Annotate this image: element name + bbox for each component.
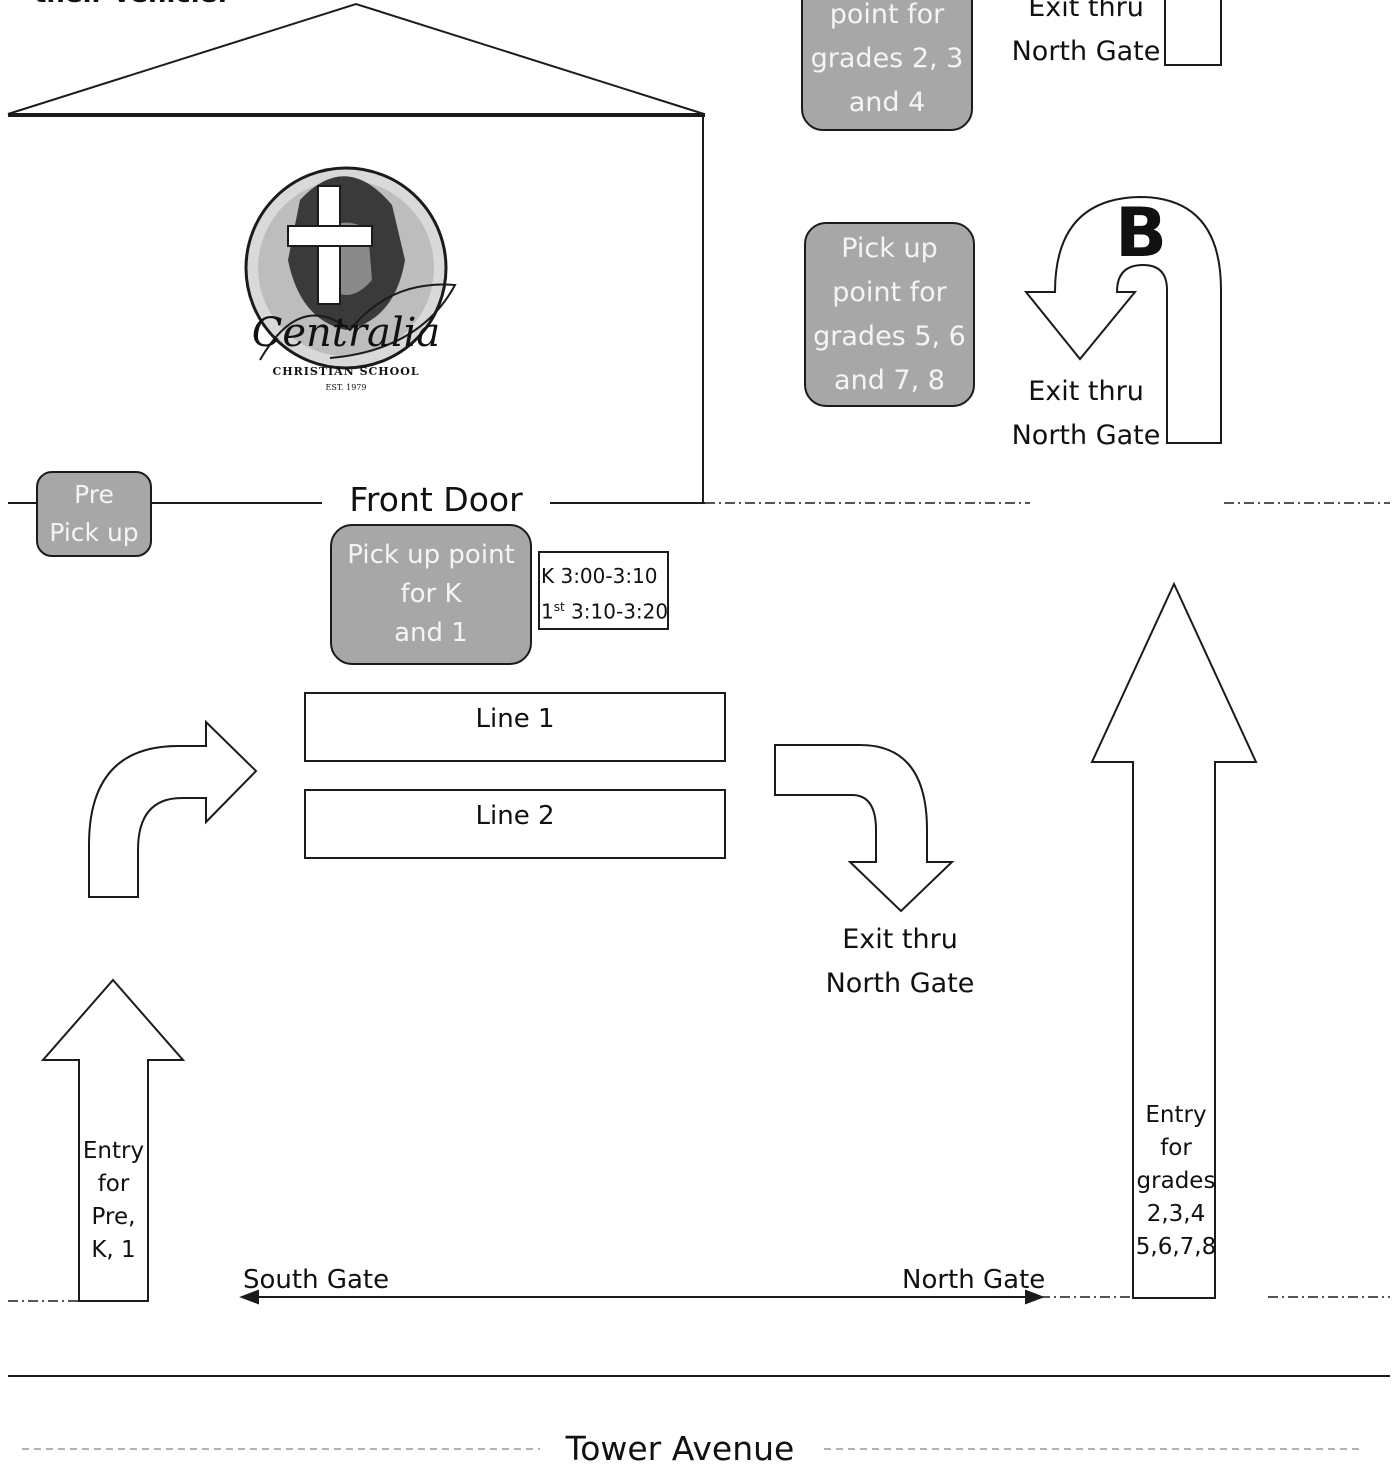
g5678-pickup-line-3: grades 5, 6 [813, 320, 966, 352]
b-marker: B [1115, 194, 1167, 273]
pre-pickup-line-2: Pick up [49, 518, 139, 547]
entry-left-line-4: K, 1 [91, 1237, 136, 1263]
exit-top-line-2: North Gate [1011, 36, 1161, 67]
exit-mid-line-2: North Gate [825, 968, 975, 999]
entry-left-line-2: for [97, 1171, 130, 1197]
entry-right-line-4: 2,3,4 [1146, 1201, 1206, 1227]
line-1: Line 1 [304, 692, 726, 762]
g234-pickup-line-2: grades 2, 3 [810, 43, 964, 74]
entry-left-line-1: Entry [82, 1138, 145, 1164]
exit-label-top: Exit thru North Gate [1006, 0, 1166, 74]
front-door-label: Front Door [349, 480, 523, 519]
g5678-pickup-line-2: point for [832, 276, 947, 308]
k-time: K 3:00-3:10 [541, 564, 658, 588]
g234-pickup-line-3: and 4 [848, 87, 926, 118]
school-building [7, 2, 705, 503]
street-name: Tower Avenue [540, 1426, 820, 1466]
exit-b-line-1: Exit thru [1028, 376, 1144, 407]
pre-pickup-point: Pre Pick up [36, 471, 152, 557]
entry-right-line-5: 5,6,7,8 [1135, 1234, 1217, 1260]
logo-school-text: CHRISTIAN SCHOOL [272, 365, 420, 378]
south-gate-label: South Gate [243, 1265, 390, 1295]
pre-pickup-line-1: Pre [74, 480, 114, 509]
entry-left-line-3: Pre, [91, 1204, 136, 1230]
g5678-pickup-line-1: Pick up [841, 232, 938, 264]
entry-label-left: Entry for Pre, K, 1 [80, 1135, 147, 1267]
entry-label-right: Entry for grades 2,3,4 5,6,7,8 [1134, 1099, 1218, 1264]
turn-down-exit-arrow [774, 744, 955, 913]
g234-pickup-line-1: point for [829, 0, 945, 30]
exit-label-middle: Exit thru North Gate [820, 918, 980, 1006]
right-entry-arrow [1090, 581, 1258, 1299]
k1-pickup-line-3: and 1 [394, 618, 468, 648]
exit-mid-line-1: Exit thru [842, 924, 958, 955]
exit-top-line-1: Exit thru [1028, 0, 1144, 23]
left-entry-arrow [40, 978, 186, 1302]
g5678-pickup-point: Pick up point for grades 5, 6 and 7, 8 [804, 222, 975, 407]
entry-right-line-1: Entry [1145, 1102, 1207, 1128]
entry-right-line-2: for [1160, 1135, 1192, 1161]
g234-pickup-point: point for grades 2, 3 and 4 [801, 0, 973, 131]
gate-double-arrow [239, 1289, 1045, 1305]
top-exit-lane-stub [1164, 0, 1222, 66]
turn-right-arrow [88, 719, 258, 898]
logo-est-text: EST. 1979 [325, 383, 367, 392]
k1-times-box: K 3:00-3:10 1st 3:10-3:20 [538, 551, 669, 630]
line-2: Line 2 [304, 789, 726, 859]
top-note: their vehicle. [34, 0, 227, 16]
north-gate-label: North Gate [902, 1265, 1046, 1295]
logo-script-name: Centralia [251, 310, 441, 356]
school-logo [244, 166, 457, 370]
k1-pickup-line-1: Pick up point [347, 540, 515, 570]
exit-b-line-2: North Gate [1011, 420, 1161, 451]
k1-pickup-point: Pick up point for K and 1 [330, 524, 532, 665]
k1-pickup-line-2: for K [400, 579, 462, 609]
first-grade-time: 1st 3:10-3:20 [541, 599, 669, 624]
entry-right-line-3: grades [1136, 1168, 1216, 1194]
g5678-pickup-line-4: and 7, 8 [834, 364, 945, 396]
u-turn-arrow [1023, 195, 1222, 444]
exit-label-b: Exit thru North Gate [1006, 370, 1166, 458]
